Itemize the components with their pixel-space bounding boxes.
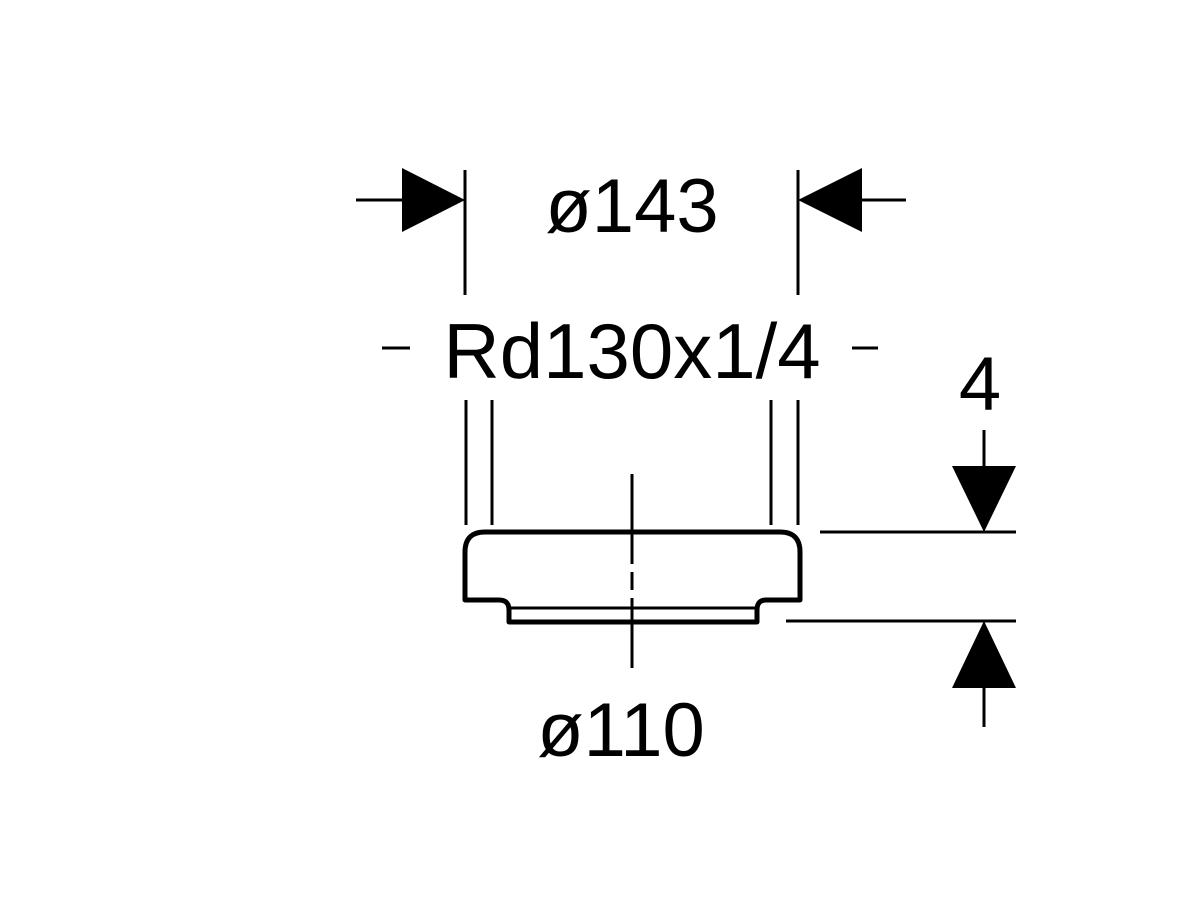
thread-dimension: Rd130x1/4: [382, 307, 878, 525]
outer-diameter-label: ø143: [545, 164, 718, 249]
inner-diameter-label: ø110: [537, 688, 705, 773]
height-upper-arrow: [952, 466, 1016, 532]
height-label: 4: [959, 342, 1001, 427]
outer-diameter-dimension: ø143: [356, 164, 906, 295]
outer-diameter-left-arrow: [402, 168, 465, 232]
outer-diameter-right-arrow: [798, 168, 862, 232]
part-profile: [462, 474, 803, 668]
height-lower-arrow: [952, 621, 1016, 688]
height-dimension: 4: [786, 342, 1016, 727]
thread-label: Rd130x1/4: [443, 307, 820, 395]
